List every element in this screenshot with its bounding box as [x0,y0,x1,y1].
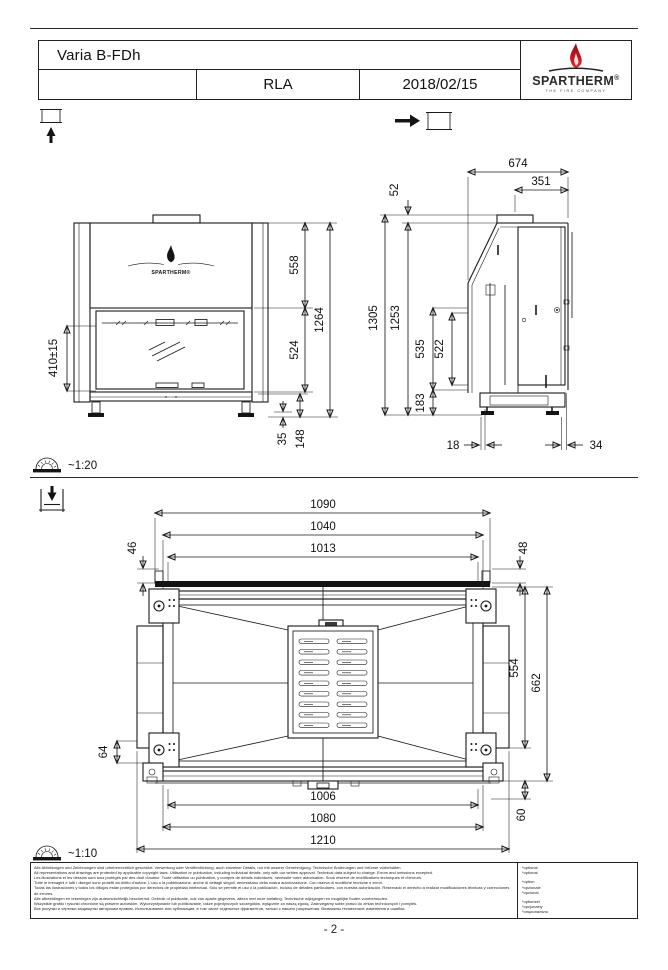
dim-front-total-height: 1264 [314,307,326,333]
scale-lower-label: ~1:10 [68,847,98,860]
plan-view-drawing: 1090 1040 1013 46 48 [98,499,553,853]
front-body [73,214,269,403]
scale-upper-label: ~1:20 [68,459,98,472]
legal-line-nl: Alle afbeeldingen en tekeningen zijn aut… [34,895,389,901]
side-dimensions: 674 351 52 1305 1253 535 [368,158,603,452]
side-view-drawing: 674 351 52 1305 1253 535 [368,158,603,452]
dim-plan-back-width-outer: 1210 [310,835,336,847]
optional-note: *optional [522,865,538,870]
plan-projection-icon [39,486,65,512]
dim-front-door-height: 410±15 [48,339,60,377]
dim-side-front-foot-offset: 18 [447,440,460,452]
empty-cell [39,69,196,99]
dim-side-glass-outer: 535 [415,339,427,358]
date-label: 2018/02/15 [402,76,478,93]
optional-note: *opcional [522,889,539,895]
date-cell: 2018/02/15 [359,69,520,99]
page-number: - 2 - [323,924,345,936]
side-body [467,214,573,393]
dim-plan-back-offset-right: 60 [516,809,528,822]
dim-plan-depth-outer: 662 [531,673,543,692]
dim-front-door-section: 524 [289,340,301,360]
legal-line-pl: Wszystkie grafiki i rysunki chronione są… [34,900,418,906]
optional-note: *опционально [522,909,548,915]
side-base [479,392,566,415]
dim-plan-back-width-frame: 1080 [310,813,336,825]
legal-line-fr: Les illustrations et les dessins sont to… [34,875,423,881]
dim-plan-width-glass: 1013 [310,543,336,555]
optional-notes-block: *optional *optional *option *opzionale *… [518,863,637,918]
legal-footer: Alle Abbildungen und Zeichnungen sind ur… [30,862,638,919]
dim-side-flue-to-back: 351 [531,176,550,188]
dim-side-back-foot-offset: 34 [590,440,603,452]
scale-upper: ~1:20 [32,457,97,474]
legal-line-it: Tutte le immagini e tutti i disegni sono… [34,880,383,886]
title-block: Varia B-FDh RLA 2018/02/15 SPARTHERM® TH… [38,40,632,100]
front-door [95,310,245,398]
protractor-icon [33,845,61,861]
dim-plan-front-offset-right: 48 [518,542,530,555]
front-projection-icon [40,108,62,143]
revision-cell: RLA [196,69,359,99]
plan-grate [287,619,379,739]
legal-line-es: Todas las ilustraciones y todos los dibu… [34,885,510,896]
registered-mark: ® [614,75,620,82]
mid-rule [30,477,638,478]
dim-plan-back-width-inner: 1006 [310,791,336,803]
scale-lower: ~1:10 [32,845,97,862]
plan-corner-rollers [148,588,497,768]
legal-line-en: All representations and drawings are pro… [34,870,434,876]
model-name: Varia B-FDh [57,46,141,64]
dim-side-base-height: 183 [415,393,427,412]
brand-name: SPARTHERM® [532,74,620,89]
optional-note: *optional [522,870,538,876]
dim-plan-width-outer: 1090 [310,499,336,511]
plan-dimensions: 1090 1040 1013 46 48 [98,499,553,853]
legal-text-block: Alle Abbildungen und Zeichnungen sind ur… [31,863,518,918]
protractor-icon [33,457,61,473]
dim-plan-depth-inner: 554 [509,658,521,678]
brand-logo: SPARTHERM® THE FIRE COMPANY [520,41,631,99]
plan-front-frame [154,570,491,600]
dim-side-total-depth: 674 [508,158,528,170]
plan-back-rail [142,762,504,790]
legal-line-ru: Все рисунки и чертежи защищены авторским… [34,905,406,911]
dim-plan-side-offset-left: 64 [98,745,110,758]
dim-side-body-height: 1253 [390,305,402,331]
revision-label: RLA [263,76,293,93]
optional-note: *opzionale [522,884,541,890]
front-appliance-logo: SPARTHERM® [127,245,215,276]
dim-front-hood-section: 558 [289,255,301,274]
legal-line-de: Alle Abbildungen und Zeichnungen sind ur… [34,865,402,870]
dim-side-glass-inner: 522 [434,339,446,358]
side-projection-icon [395,111,452,131]
front-dimensions: 410±15 558 524 1264 35 148 [48,223,338,449]
optional-note: *option [522,879,535,885]
dim-front-foot-height: 35 [277,433,289,446]
brand-tagline: THE FIRE COMPANY [545,89,607,94]
dim-side-collar-height: 52 [389,184,401,197]
dim-front-base-height: 148 [295,429,307,448]
optional-note: *opcjonalny [522,904,543,910]
front-logo-text: SPARTHERM® [151,269,190,276]
flame-icon [548,43,604,72]
optional-note: *optioneel [522,898,540,904]
top-rule [30,28,638,29]
dim-plan-width-frame: 1040 [310,521,336,533]
front-view-drawing: SPARTHERM® [48,214,338,449]
dim-side-total-height: 1305 [368,305,380,331]
dim-plan-front-offset-left: 46 [127,542,139,555]
front-base [88,391,254,417]
